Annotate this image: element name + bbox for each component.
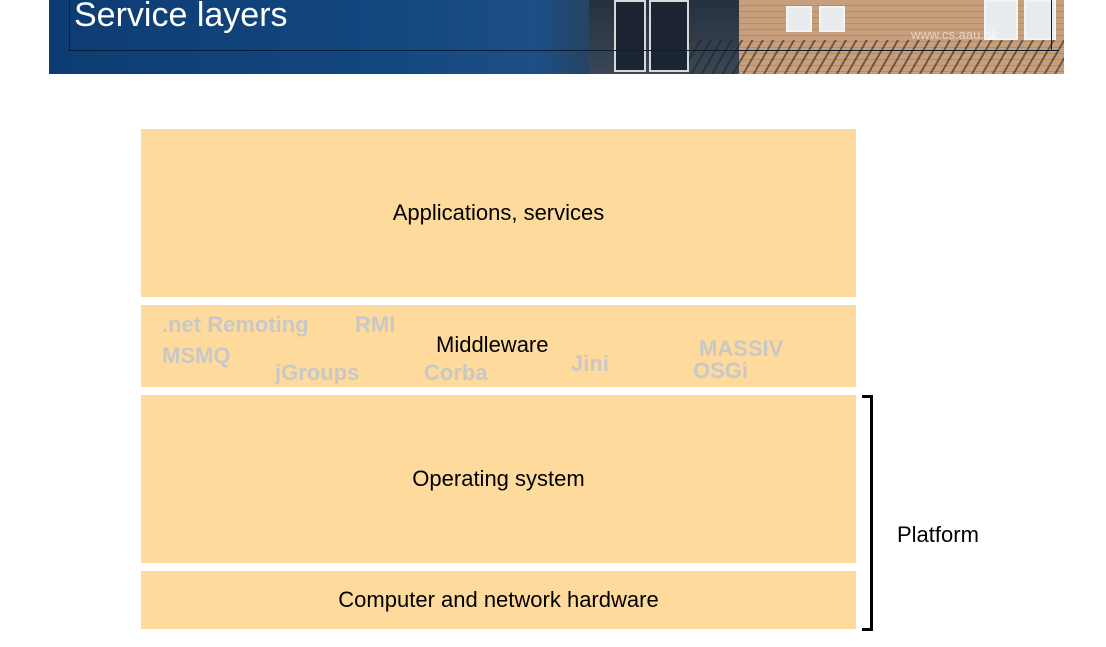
layer-applications-label: Applications, services (392, 200, 605, 225)
layer-os-label: Operating system (412, 466, 585, 491)
banner-window (786, 6, 812, 32)
slide-title: Service layers (74, 0, 288, 34)
layer-hardware: Computer and network hardware (141, 571, 856, 629)
layer-middleware-label: Middleware (436, 332, 549, 357)
tech-rmi: RMI (355, 312, 396, 337)
watermark-url: www.cs.aau.dk (911, 27, 998, 42)
layer-applications: Applications, services (141, 129, 856, 297)
banner-bicycles (689, 40, 1064, 74)
platform-label: Platform (897, 522, 979, 547)
layer-hardware-label: Computer and network hardware (338, 587, 659, 612)
title-frame-right (1051, 0, 1052, 51)
banner-door (614, 0, 646, 72)
layer-operating-system: Operating system (141, 395, 856, 563)
banner-window (1024, 0, 1056, 40)
tech-jgroups: jGroups (275, 360, 360, 385)
platform-bracket (862, 395, 873, 631)
tech-msmq: MSMQ (162, 343, 231, 368)
tech-osgi: OSGi (693, 358, 749, 383)
tech-net-remoting: .net Remoting (162, 312, 309, 337)
title-frame-left (69, 0, 70, 51)
banner-door (649, 0, 689, 72)
tech-corba: Corba (424, 360, 488, 385)
title-frame-bottom (69, 50, 1059, 51)
tech-massiv: MASSIV (699, 336, 784, 361)
tech-jini: Jini (571, 351, 609, 376)
banner-window (819, 6, 845, 32)
layer-middleware: .net Remoting RMI MSMQ jGroups Corba Jin… (141, 305, 856, 387)
banner-window (984, 0, 1018, 40)
header-banner: Service layers www.cs.aau.dk (49, 0, 1064, 74)
